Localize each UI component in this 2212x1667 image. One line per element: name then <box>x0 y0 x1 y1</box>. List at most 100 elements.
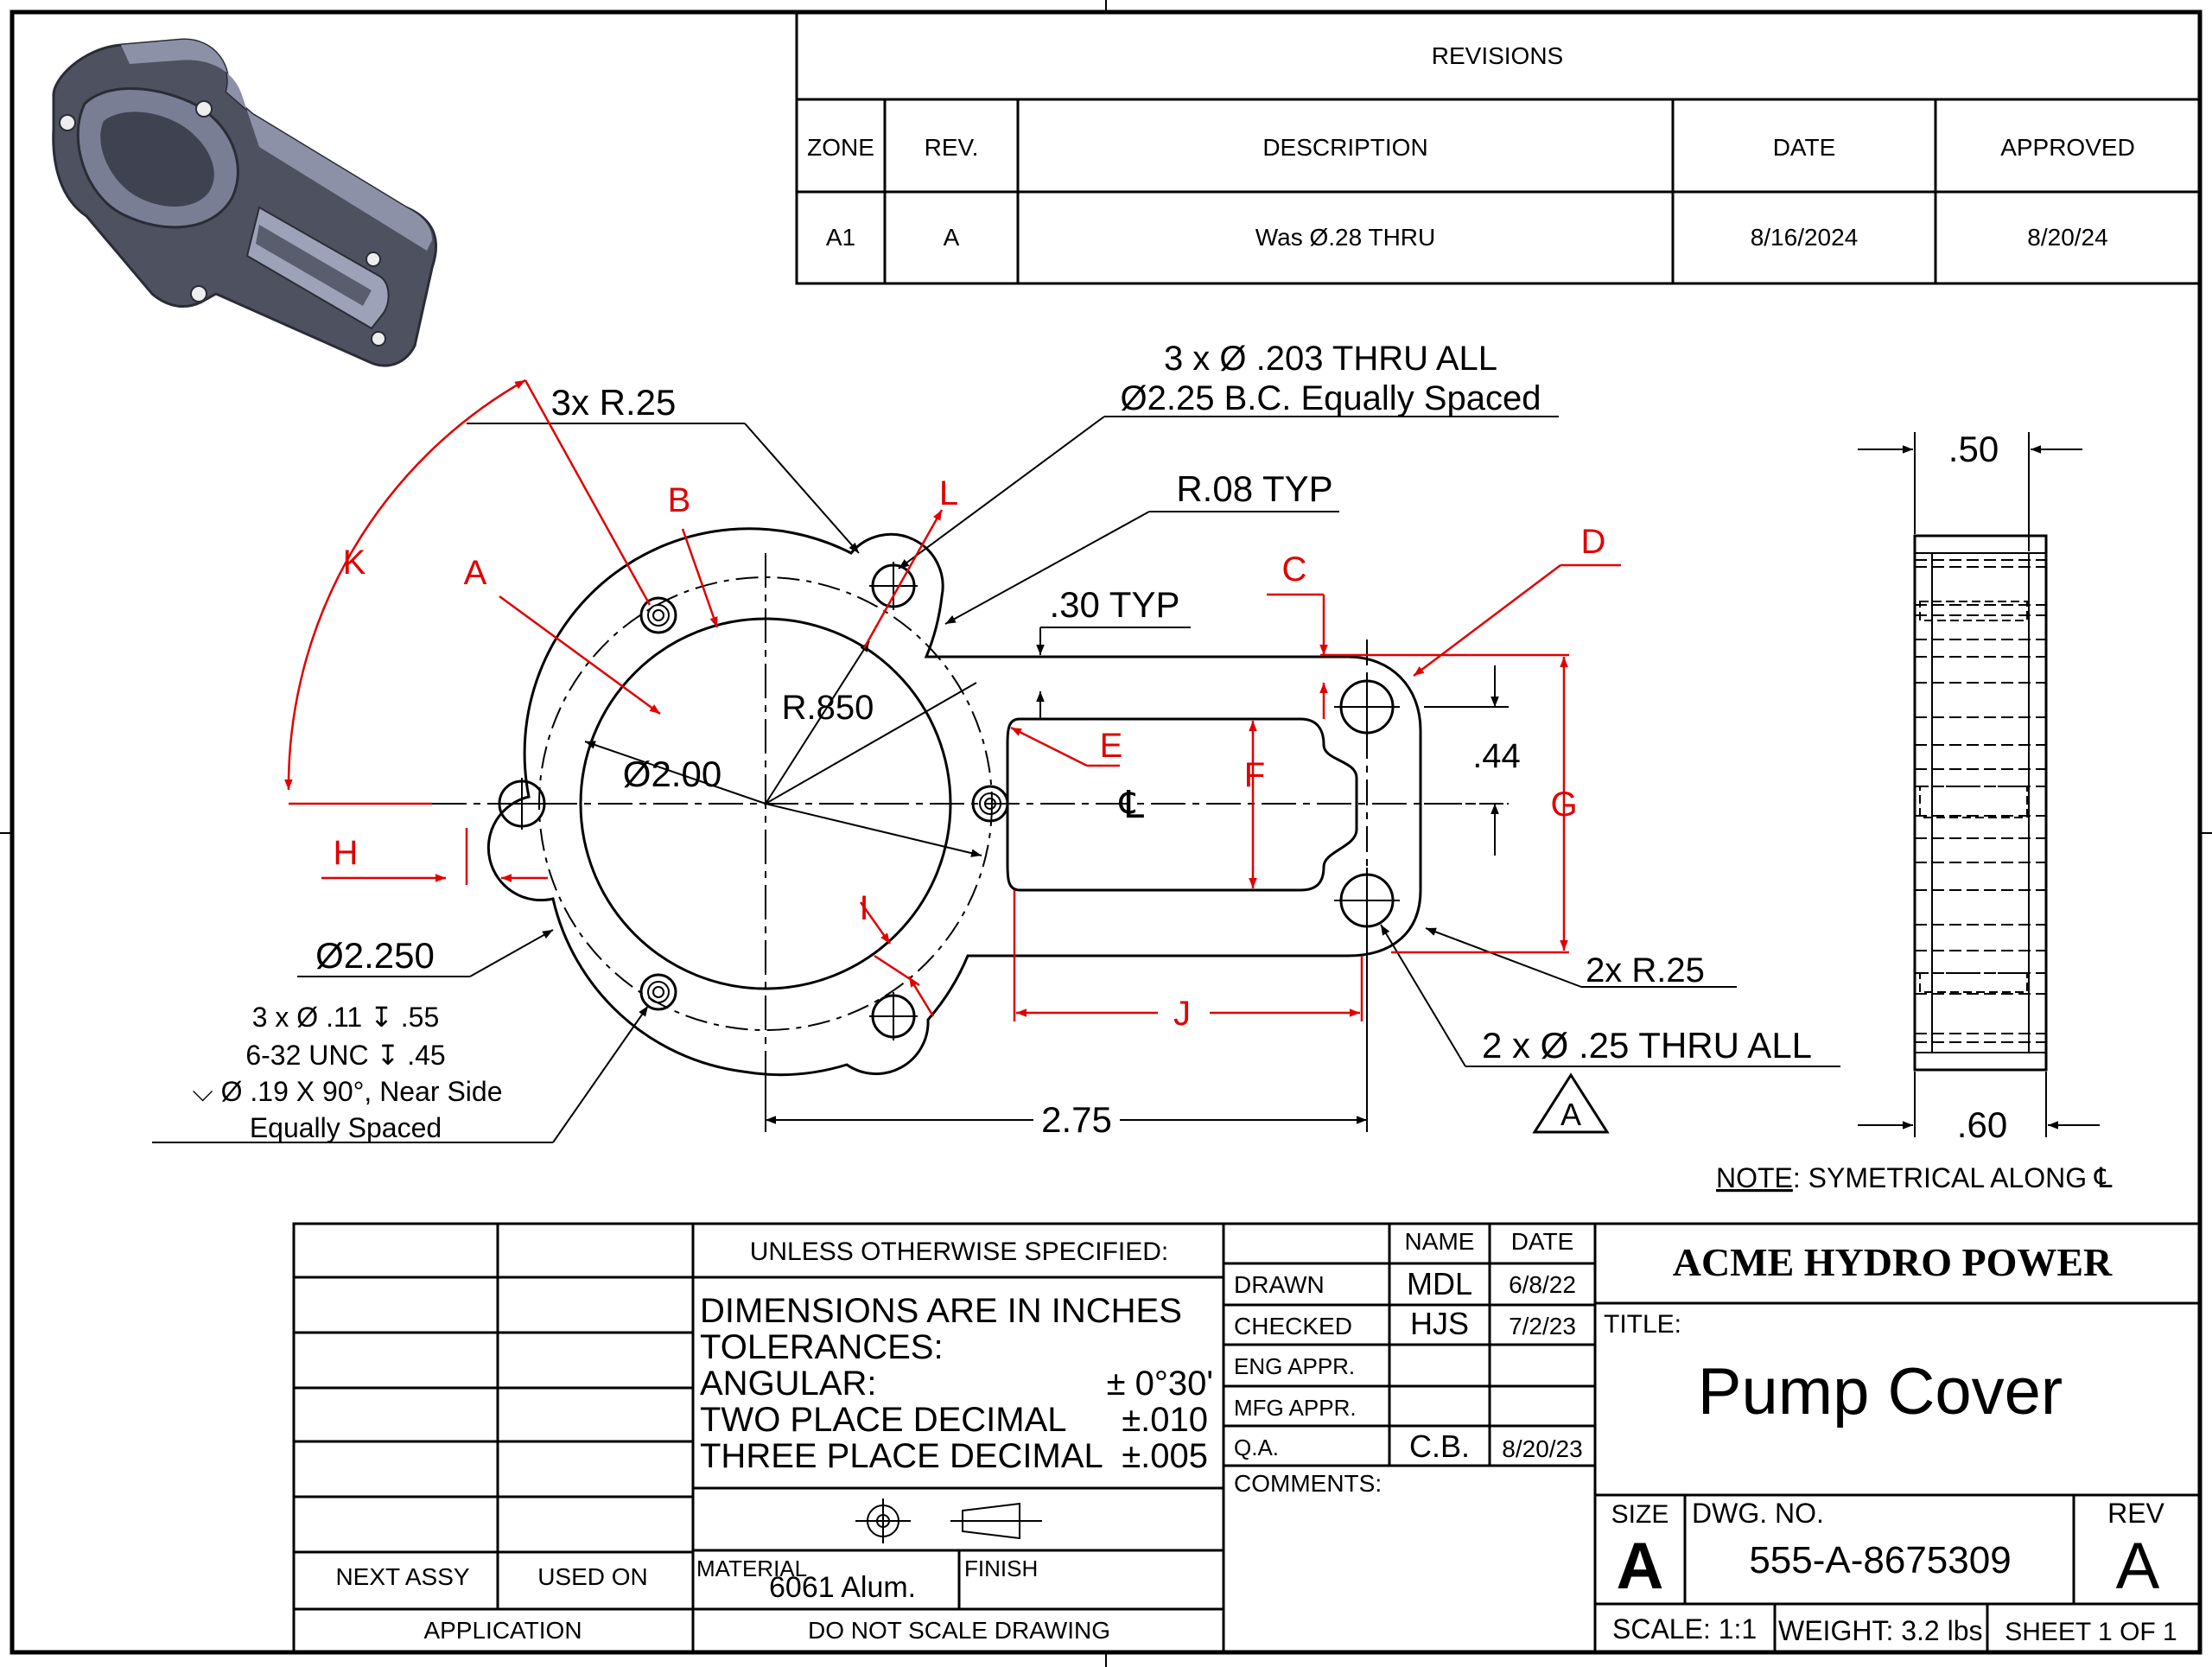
unless-specified: UNLESS OTHERWISE SPECIFIED: <box>750 1238 1169 1266</box>
callout-dia200: Ø2.00 <box>623 754 721 794</box>
rev-row-description: Was Ø.28 THRU <box>1255 224 1435 251</box>
tol-angular: ANGULAR: <box>700 1365 877 1403</box>
rev-col-rev: REV. <box>925 134 979 161</box>
dimension-letters: A B C D E F G H I J K L <box>334 474 1606 1033</box>
dwg-no-value: 555-A-8675309 <box>1749 1539 2011 1581</box>
size-value: A <box>1617 1530 1664 1603</box>
rev-col-date: DATE <box>1773 134 1836 161</box>
used-on-label: USED ON <box>537 1563 648 1590</box>
next-assy-label: NEXT ASSY <box>335 1563 469 1590</box>
revision-flag: A <box>1532 1072 1610 1134</box>
pocket-slot <box>1006 717 1358 892</box>
rev-col-zone: ZONE <box>807 134 874 161</box>
checked-date: 7/2/23 <box>1509 1313 1576 1339</box>
finish-label: FINISH <box>964 1556 1038 1581</box>
dim-275: 2.75 <box>1041 1099 1112 1140</box>
dim-044: .44 <box>1472 737 1521 775</box>
revisions-table <box>795 10 2202 285</box>
letter-h: H <box>334 834 359 872</box>
letter-b: B <box>668 481 691 519</box>
svg-text:A: A <box>1560 1097 1581 1132</box>
tol-two-place-value: ±.010 <box>1122 1401 1208 1439</box>
rev-row-rev: A <box>944 224 960 251</box>
thru-hole-025 <box>1334 674 1400 740</box>
letter-g: G <box>1550 786 1577 824</box>
material-value: 6061 Alum. <box>769 1571 916 1604</box>
tol-three-place-value: ±.005 <box>1122 1437 1208 1475</box>
letter-e: E <box>1100 727 1123 765</box>
rev-col-approved: APPROVED <box>2000 134 2135 161</box>
third-angle-projection-icon <box>855 1498 1042 1543</box>
drawn-label: DRAWN <box>1234 1271 1325 1298</box>
callout-holes-025: 2 x Ø .25 THRU ALL <box>1482 1025 1812 1066</box>
callout-t30: .30 TYP <box>1050 584 1180 625</box>
rev-value: A <box>2116 1530 2160 1603</box>
eng-appr-label: ENG APPR. <box>1234 1353 1355 1379</box>
callout-dia2250: Ø2.250 <box>315 935 435 976</box>
dim-050: .50 <box>1948 429 1999 469</box>
note-text: : SYMETRICAL ALONG ℄ <box>1793 1162 2113 1193</box>
application-label: APPLICATION <box>423 1617 582 1644</box>
thru-hole <box>869 562 918 610</box>
rev-row-date: 8/16/2024 <box>1751 224 1859 251</box>
isometric-part-view <box>52 38 438 367</box>
checked-name: HJS <box>1410 1306 1469 1341</box>
tol-two-place: TWO PLACE DECIMAL <box>700 1401 1067 1439</box>
name-header: NAME <box>1405 1228 1475 1255</box>
drawing-title: Pump Cover <box>1698 1355 2063 1428</box>
callout-tap-line1: 3 x Ø .11 ↧ .55 <box>252 1002 440 1033</box>
part-outline <box>486 527 1422 1077</box>
tol-three-place: THREE PLACE DECIMAL <box>700 1437 1103 1475</box>
revisions-title: REVISIONS <box>1432 42 1563 69</box>
callout-tap-line2: 6-32 UNC ↧ .45 <box>245 1040 445 1071</box>
tapped-hole <box>971 785 1009 823</box>
note-label: NOTE <box>1716 1162 1793 1193</box>
qa-date: 8/20/23 <box>1502 1435 1582 1462</box>
title-block-text: NEXT ASSY USED ON APPLICATION UNLESS OTH… <box>335 1228 2177 1646</box>
callout-tap-line3: ⌵ Ø .19 X 90°, Near Side <box>192 1076 502 1107</box>
letter-i: I <box>859 889 868 927</box>
date-header: DATE <box>1511 1228 1574 1255</box>
callout-2x-r25: 2x R.25 <box>1586 951 1705 989</box>
centerline-symbol: ℄ <box>1119 784 1145 826</box>
thru-hole-025 <box>1334 868 1400 933</box>
letter-d: D <box>1581 523 1606 561</box>
callout-r08: R.08 TYP <box>1176 468 1332 509</box>
callout-thru-holes-line2: Ø2.25 B.C. Equally Spaced <box>1121 379 1541 417</box>
comments-label: COMMENTS: <box>1234 1470 1382 1497</box>
letter-c: C <box>1282 550 1307 589</box>
callout-r850: R.850 <box>782 689 874 727</box>
company-name: ACME HYDRO POWER <box>1673 1240 2113 1284</box>
symmetry-note: NOTE: SYMETRICAL ALONG ℄ <box>1716 1162 2113 1193</box>
rev-row-zone: A1 <box>826 224 855 251</box>
qa-name: C.B. <box>1409 1428 1470 1464</box>
rev-row-approved: 8/20/24 <box>2027 224 2107 251</box>
callout-tap-line4: Equally Spaced <box>250 1112 442 1143</box>
mfg-appr-label: MFG APPR. <box>1234 1395 1357 1421</box>
tapped-hole <box>639 596 677 634</box>
letter-j: J <box>1173 995 1191 1033</box>
dwg-no-label: DWG. NO. <box>1692 1498 1824 1529</box>
material-label: MATERIAL <box>696 1556 807 1581</box>
thru-hole <box>869 992 918 1040</box>
callout-3x-r25: 3x R.25 <box>551 382 677 423</box>
tol-angular-value: ± 0°30' <box>1107 1365 1213 1403</box>
drawn-date: 6/8/22 <box>1509 1271 1576 1298</box>
svg-text:NOTE: SYMETRICAL ALONG ℄: NOTE: SYMETRICAL ALONG ℄ <box>1716 1162 2113 1193</box>
title-block-grid <box>292 1222 2202 1654</box>
letter-l: L <box>939 474 958 512</box>
front-view <box>432 527 1503 1123</box>
letter-a: A <box>464 554 487 592</box>
letter-k: K <box>343 544 366 582</box>
scale-label: SCALE: 1:1 <box>1612 1613 1757 1645</box>
red-dimension-lines <box>284 379 1621 1021</box>
qa-label: Q.A. <box>1234 1435 1279 1460</box>
dim-060: .60 <box>1957 1104 2007 1145</box>
tol-line1: DIMENSIONS ARE IN INCHES <box>700 1292 1182 1330</box>
rev-label: REV <box>2107 1498 2164 1529</box>
title-label: TITLE: <box>1604 1310 1681 1339</box>
tol-line2: TOLERANCES: <box>700 1328 944 1366</box>
drawn-name: MDL <box>1407 1266 1472 1301</box>
rev-col-description: DESCRIPTION <box>1262 134 1427 161</box>
